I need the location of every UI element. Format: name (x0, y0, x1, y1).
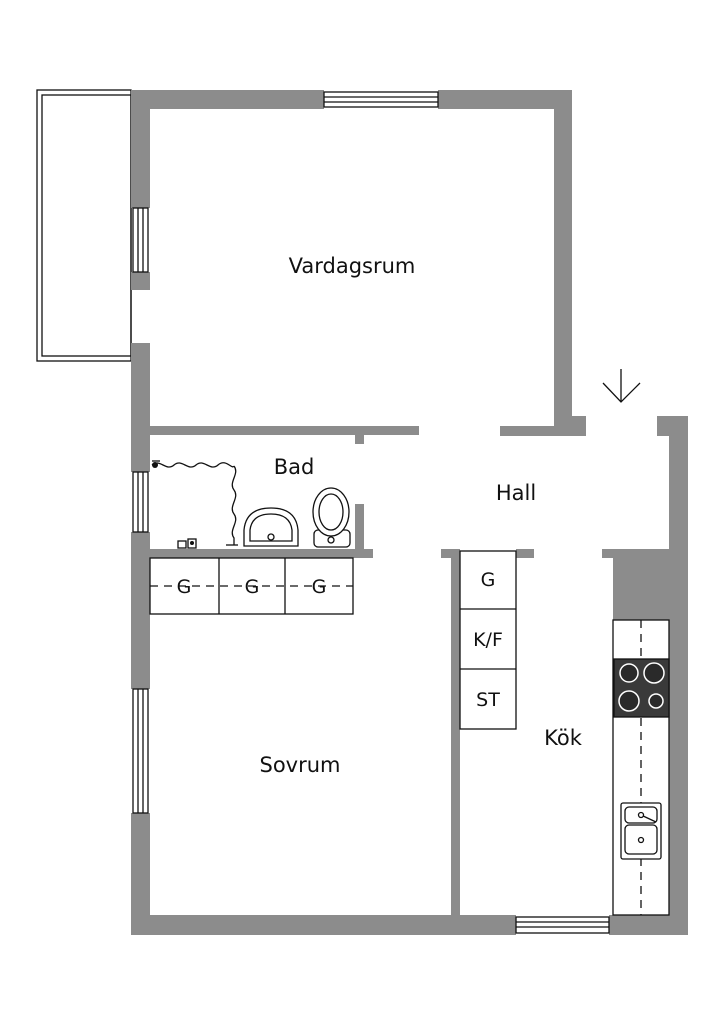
interior-walls (150, 426, 669, 915)
wall-bath-partition (355, 504, 364, 549)
wall-kitchen-right-stub (602, 549, 669, 558)
wall-left-3 (131, 343, 150, 472)
room-label-bath: Bad (274, 455, 315, 479)
wall-bottom-right (609, 915, 688, 935)
wardrobe-label-2: G (245, 576, 260, 598)
exterior-walls (131, 90, 688, 935)
window-living-left (132, 207, 149, 273)
room-label-kitchen: Kök (544, 726, 583, 750)
wall-living-hall (500, 426, 586, 436)
wall-stub (355, 435, 364, 444)
kitchen-unit-label-wardrobe: G (481, 569, 496, 591)
wall-left-5 (131, 813, 150, 935)
kitchen-unit-label-storage: ST (476, 689, 500, 711)
window-bath-left (132, 471, 149, 533)
wall-left-4 (131, 532, 150, 689)
entrance-arrow-icon (602, 369, 641, 403)
room-label-living: Vardagsrum (289, 254, 416, 278)
kitchen-sink-icon (620, 802, 662, 860)
wall-left-1 (131, 90, 150, 208)
wardrobe-label-3: G (312, 576, 327, 598)
window-bedroom-left (132, 688, 149, 814)
wall-hall-kitchen-right (516, 549, 534, 558)
wall-right-lower (669, 416, 688, 935)
window-kitchen-bottom (515, 916, 610, 934)
kitchen-unit-label-fridge: K/F (473, 629, 503, 651)
wardrobes (149, 557, 354, 615)
room-label-bedroom: Sovrum (259, 753, 340, 777)
wall-bath-bedroom (150, 549, 373, 558)
kitchen-duct (613, 558, 669, 620)
shower-icon (151, 460, 238, 546)
wall-bedroom-kitchen (451, 549, 460, 915)
toilet-icon (312, 487, 351, 548)
wall-left-2 (131, 272, 150, 290)
wall-hall-kitchen-left (441, 549, 460, 558)
wall-top-left (131, 90, 324, 109)
faucet-icon (177, 538, 197, 549)
wardrobe-label-1: G (177, 576, 192, 598)
balcony (36, 89, 132, 362)
stove-icon (613, 658, 670, 718)
kitchen-units (459, 550, 517, 730)
window-top (323, 91, 439, 108)
room-label-hall: Hall (496, 481, 536, 505)
wall-top-right (438, 90, 572, 109)
wall-bottom-left (131, 915, 516, 935)
windows (132, 91, 610, 934)
sink-icon (243, 507, 299, 547)
wall-right-upper (554, 90, 572, 426)
wall-living-bath (150, 426, 419, 435)
